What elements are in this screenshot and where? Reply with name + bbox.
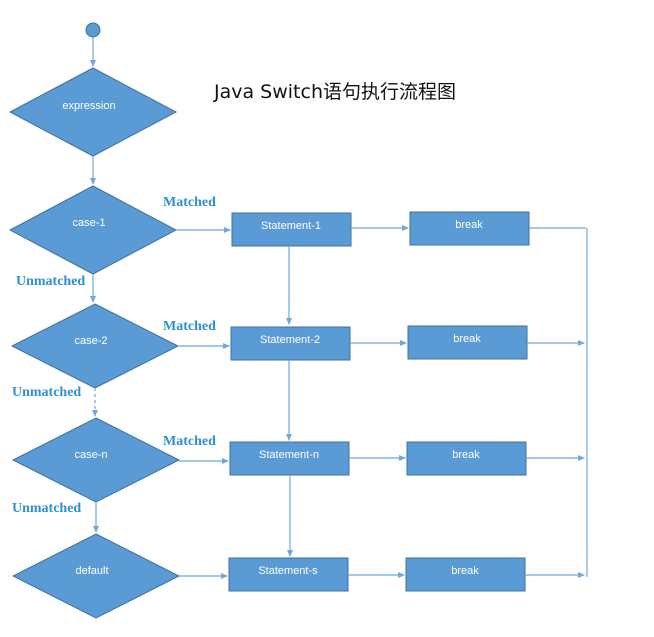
unmatched-label-n: Unmatched	[12, 501, 81, 516]
case1-diamond	[8, 185, 178, 275]
statements-label: Statement-s	[258, 565, 318, 577]
breakn-box	[406, 441, 527, 476]
expression-label: expression	[62, 100, 115, 112]
unmatched-label-2: Unmatched	[12, 385, 81, 400]
statement1-label: Statement-1	[261, 220, 321, 232]
statement2-label: Statement-2	[260, 334, 320, 346]
casen-label: case-n	[74, 449, 107, 461]
statements-box	[228, 557, 349, 592]
breakn-label: break	[452, 449, 480, 461]
case2-label: case-2	[74, 335, 107, 347]
break2-label: break	[453, 333, 481, 345]
statementn-box	[229, 441, 350, 476]
matched-label-n: Matched	[163, 434, 216, 449]
expression-diamond	[8, 67, 178, 157]
default-label: default	[75, 565, 108, 577]
break1-box	[409, 211, 530, 246]
matched-label-1: Matched	[163, 195, 216, 210]
matched-label-2: Matched	[163, 319, 216, 334]
statement1-box	[231, 212, 352, 247]
case1-label: case-1	[72, 217, 105, 229]
unmatched-label-1: Unmatched	[16, 274, 85, 289]
break2-box	[407, 325, 528, 360]
diagram-title: Java Switch语句执行流程图	[213, 81, 456, 103]
statementn-label: Statement-n	[259, 449, 319, 461]
break1-label: break	[455, 219, 483, 231]
default-diamond	[11, 533, 181, 619]
breaks-label: break	[451, 565, 479, 577]
start-node	[85, 22, 101, 38]
